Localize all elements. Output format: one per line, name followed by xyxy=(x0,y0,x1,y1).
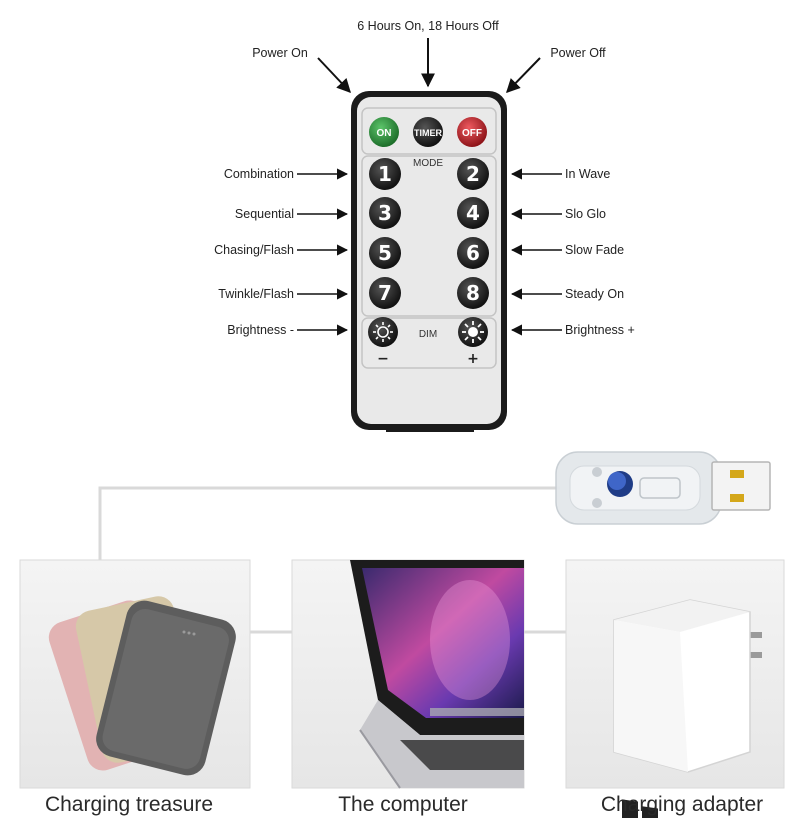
svg-text:6: 6 xyxy=(466,241,480,265)
timer-button[interactable]: TIMER xyxy=(413,117,443,147)
svg-text:OFF: OFF xyxy=(462,128,482,139)
sun-icon xyxy=(462,321,484,343)
sequential-label: Sequential xyxy=(235,207,294,221)
button-3[interactable]: 3 xyxy=(369,197,401,229)
power-on-arrow xyxy=(317,57,351,94)
in-wave-label: In Wave xyxy=(565,167,610,181)
slo-glo-label: Slo Glo xyxy=(565,207,606,221)
button-7[interactable]: 7 xyxy=(369,277,401,309)
power-off-label: Power Off xyxy=(550,46,606,60)
brightness-down-button[interactable] xyxy=(368,317,398,347)
button-8[interactable]: 8 xyxy=(457,277,489,309)
svg-text:4: 4 xyxy=(466,201,480,225)
mode-label: MODE xyxy=(413,158,443,169)
button-2[interactable]: 2 xyxy=(457,158,489,190)
chasing-flash-label: Chasing/Flash xyxy=(214,243,294,257)
svg-text:5: 5 xyxy=(378,241,392,265)
sun-icon xyxy=(373,322,393,342)
brightness-up-button[interactable] xyxy=(458,317,488,347)
button-1[interactable]: 1 xyxy=(369,158,401,190)
steady-on-label: Steady On xyxy=(565,287,624,301)
adapter-panel xyxy=(565,559,785,818)
twinkle-flash-label: Twinkle/Flash xyxy=(218,287,294,301)
svg-text:ON: ON xyxy=(377,128,392,139)
on-button[interactable]: ON xyxy=(369,117,399,147)
svg-text:3: 3 xyxy=(378,201,392,225)
charging-adapter-image xyxy=(613,599,762,818)
svg-text:2: 2 xyxy=(466,162,480,186)
timer-label: 6 Hours On, 18 Hours Off xyxy=(357,19,499,33)
brightness-plus-label: Brightness + xyxy=(565,323,635,337)
svg-text:8: 8 xyxy=(466,281,480,305)
power-bank-image xyxy=(48,596,236,776)
button-4[interactable]: 4 xyxy=(457,197,489,229)
power-off-arrow xyxy=(506,57,541,94)
adapter-caption: Charging adapter xyxy=(601,793,763,816)
svg-text:1: 1 xyxy=(378,162,392,186)
combination-label: Combination xyxy=(224,167,294,181)
computer-panel xyxy=(291,559,525,789)
power-bank-panel xyxy=(19,559,251,789)
slow-fade-label: Slow Fade xyxy=(565,243,624,257)
minus-sign: − xyxy=(377,351,389,367)
power-bank-caption: Charging treasure xyxy=(45,793,213,816)
power-on-label: Power On xyxy=(252,46,308,60)
off-button[interactable]: OFF xyxy=(457,117,487,147)
svg-text:TIMER: TIMER xyxy=(414,128,442,138)
button-6[interactable]: 6 xyxy=(457,237,489,269)
dim-label: DIM xyxy=(419,329,437,340)
brightness-minus-label: Brightness - xyxy=(227,323,294,337)
laptop-image xyxy=(350,560,524,789)
usb-plug xyxy=(555,451,771,525)
remote-control: ON TIMER OFF MODE 1 2 3 4 5 6 7 8 xyxy=(351,91,507,432)
plus-sign: + xyxy=(467,351,479,367)
computer-caption: The computer xyxy=(338,793,468,816)
usb-cable xyxy=(98,486,566,634)
svg-text:7: 7 xyxy=(378,281,392,305)
button-5[interactable]: 5 xyxy=(369,237,401,269)
